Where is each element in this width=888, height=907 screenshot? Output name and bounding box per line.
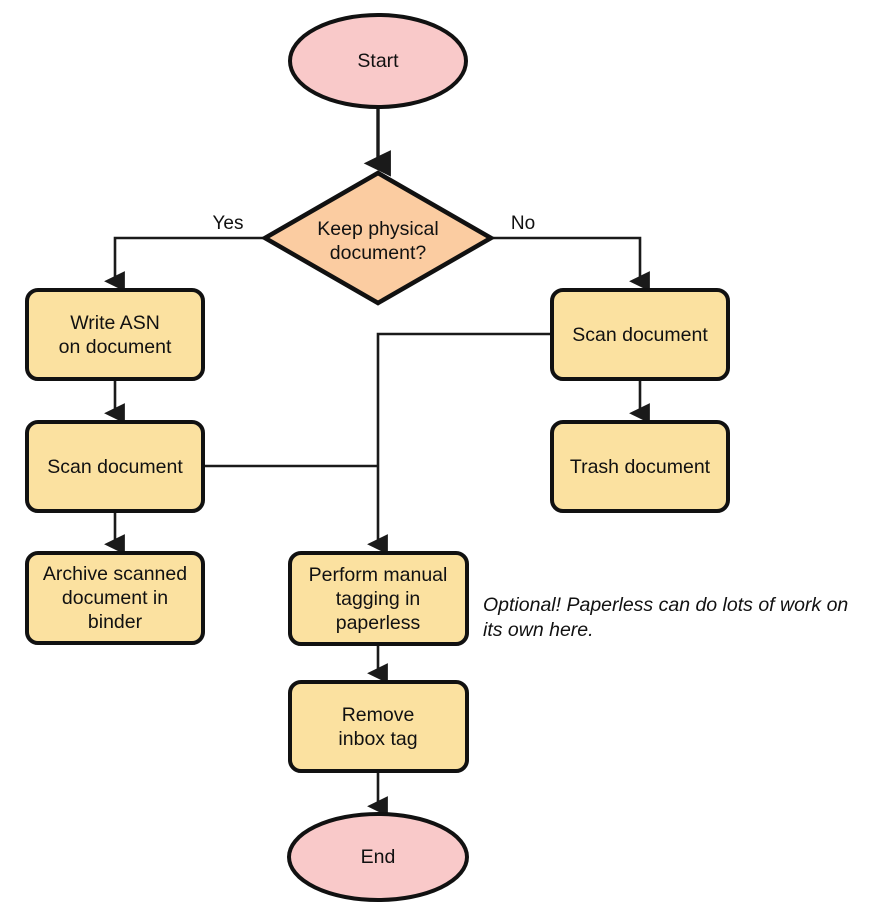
node-decision-keep-physical-document[interactable]: Keep physical document? bbox=[260, 170, 496, 306]
trash-document-label: Trash document bbox=[570, 456, 711, 478]
decision-diamond bbox=[260, 170, 496, 306]
write-asn-box bbox=[25, 288, 205, 381]
decision-label-line2: document? bbox=[330, 242, 427, 264]
node-start[interactable]: Start bbox=[288, 13, 468, 109]
scan-document-right-label: Scan document bbox=[572, 324, 708, 346]
tagging-box bbox=[288, 551, 469, 646]
decision-label-line1: Keep physical bbox=[317, 218, 438, 240]
node-end[interactable]: End bbox=[287, 812, 469, 902]
optional-note-line1: Optional! Paperless can do lots of work … bbox=[483, 594, 848, 616]
start-label: Start bbox=[357, 50, 399, 72]
node-write-asn-on-document[interactable]: Write ASN on document bbox=[25, 288, 205, 381]
remove-inbox-tag-box bbox=[288, 680, 469, 773]
trash-document-box bbox=[550, 420, 730, 513]
tagging-label-line1: Perform manual bbox=[309, 564, 448, 586]
annotation-optional-note: Optional! Paperless can do lots of work … bbox=[483, 594, 848, 641]
edge-decision-no-to-scan-right bbox=[491, 236, 650, 292]
edge-label-yes: Yes bbox=[213, 213, 244, 234]
node-perform-manual-tagging[interactable]: Perform manual tagging in paperless bbox=[288, 551, 469, 646]
remove-inbox-tag-label-line2: inbox tag bbox=[338, 728, 417, 750]
archive-label-line3: binder bbox=[88, 611, 143, 633]
write-asn-label-line1: Write ASN bbox=[70, 312, 160, 334]
write-asn-label-line2: on document bbox=[59, 336, 172, 358]
edge-label-no: No bbox=[511, 213, 535, 234]
tagging-label-line3: paperless bbox=[336, 612, 421, 634]
start-ellipse bbox=[288, 13, 468, 109]
node-trash-document[interactable]: Trash document bbox=[550, 420, 730, 513]
edge-decision-yes-to-write-asn bbox=[104, 236, 265, 292]
archive-box bbox=[25, 551, 205, 645]
end-label: End bbox=[361, 846, 396, 868]
scan-document-left-box bbox=[25, 420, 205, 513]
archive-label-line1: Archive scanned bbox=[43, 563, 187, 585]
node-archive-scanned-document[interactable]: Archive scanned document in binder bbox=[25, 551, 205, 645]
node-scan-document-right[interactable]: Scan document bbox=[550, 288, 730, 381]
scan-document-left-label: Scan document bbox=[47, 456, 183, 478]
optional-note-line2: its own here. bbox=[483, 619, 594, 641]
tagging-label-line2: tagging in bbox=[336, 588, 421, 610]
remove-inbox-tag-label-line1: Remove bbox=[342, 704, 415, 726]
archive-label-line2: document in bbox=[62, 587, 168, 609]
end-ellipse bbox=[287, 812, 469, 902]
node-remove-inbox-tag[interactable]: Remove inbox tag bbox=[288, 680, 469, 773]
edge-scan-right-to-tagging bbox=[367, 332, 552, 555]
scan-document-right-box bbox=[550, 288, 730, 381]
node-scan-document-left[interactable]: Scan document bbox=[25, 420, 205, 513]
